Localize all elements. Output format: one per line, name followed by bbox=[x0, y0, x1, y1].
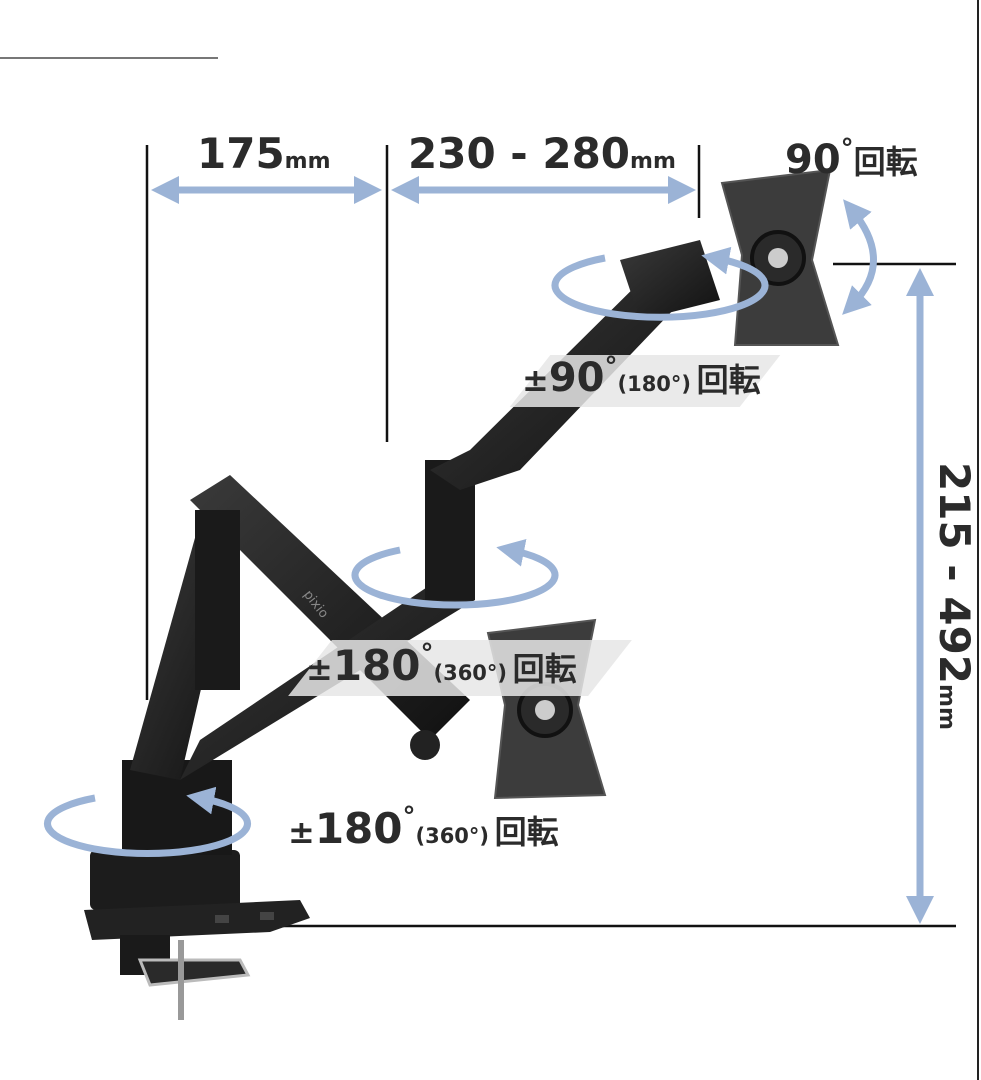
dim-unit: mm bbox=[284, 149, 331, 174]
dim-unit: mm bbox=[630, 149, 676, 174]
rot-value: 90 bbox=[548, 355, 605, 401]
dim-label-arm-1: 175mm bbox=[197, 133, 331, 175]
dimension-arrows bbox=[151, 176, 934, 924]
right-frame-border bbox=[977, 0, 979, 1080]
dim-label-arm-2: 230 - 280mm bbox=[408, 133, 676, 175]
rotation-label-vesa: 90°回転 bbox=[785, 136, 918, 183]
rot-label: 回転 bbox=[494, 813, 559, 851]
top-divider-line bbox=[0, 57, 218, 59]
dim-value: 230 - 280 bbox=[408, 129, 631, 178]
rot-range: (180°) bbox=[617, 372, 692, 396]
rot-degree: ° bbox=[402, 802, 416, 832]
rotation-label-base: ±180°(360°) 回転 bbox=[288, 804, 559, 851]
arm-structure bbox=[130, 240, 720, 780]
vesa-plate-upper bbox=[720, 168, 840, 346]
rot-prefix: ± bbox=[306, 650, 333, 688]
rot-prefix: ± bbox=[288, 813, 315, 851]
rot-range: (360°) bbox=[433, 661, 508, 685]
rotation-arrows bbox=[44, 246, 769, 858]
rot-degree: ° bbox=[420, 639, 434, 669]
rot-label: 回転 bbox=[512, 650, 577, 688]
dim-value: 175 bbox=[197, 129, 285, 178]
rot-label: 回転 bbox=[696, 361, 761, 399]
dim-unit: mm bbox=[934, 684, 959, 730]
rot-prefix: ± bbox=[522, 361, 549, 399]
rot-value: 90 bbox=[785, 137, 841, 183]
rot-degree: ° bbox=[840, 134, 854, 164]
rot-value: 180 bbox=[332, 641, 421, 690]
dimension-guides bbox=[145, 145, 956, 928]
rot-value: 180 bbox=[314, 804, 403, 853]
rot-degree: ° bbox=[604, 352, 618, 382]
rot-label: 回転 bbox=[853, 143, 918, 181]
rotation-label-head: ±90°(180°) 回転 bbox=[522, 354, 761, 401]
desk-clamp bbox=[84, 850, 310, 1020]
rot-range: (360°) bbox=[415, 824, 490, 848]
dim-label-height: 215 - 492mm bbox=[930, 462, 979, 730]
dim-value: 215 - 492 bbox=[930, 462, 979, 685]
rotation-label-elbow: ±180°(360°) 回転 bbox=[306, 641, 577, 688]
